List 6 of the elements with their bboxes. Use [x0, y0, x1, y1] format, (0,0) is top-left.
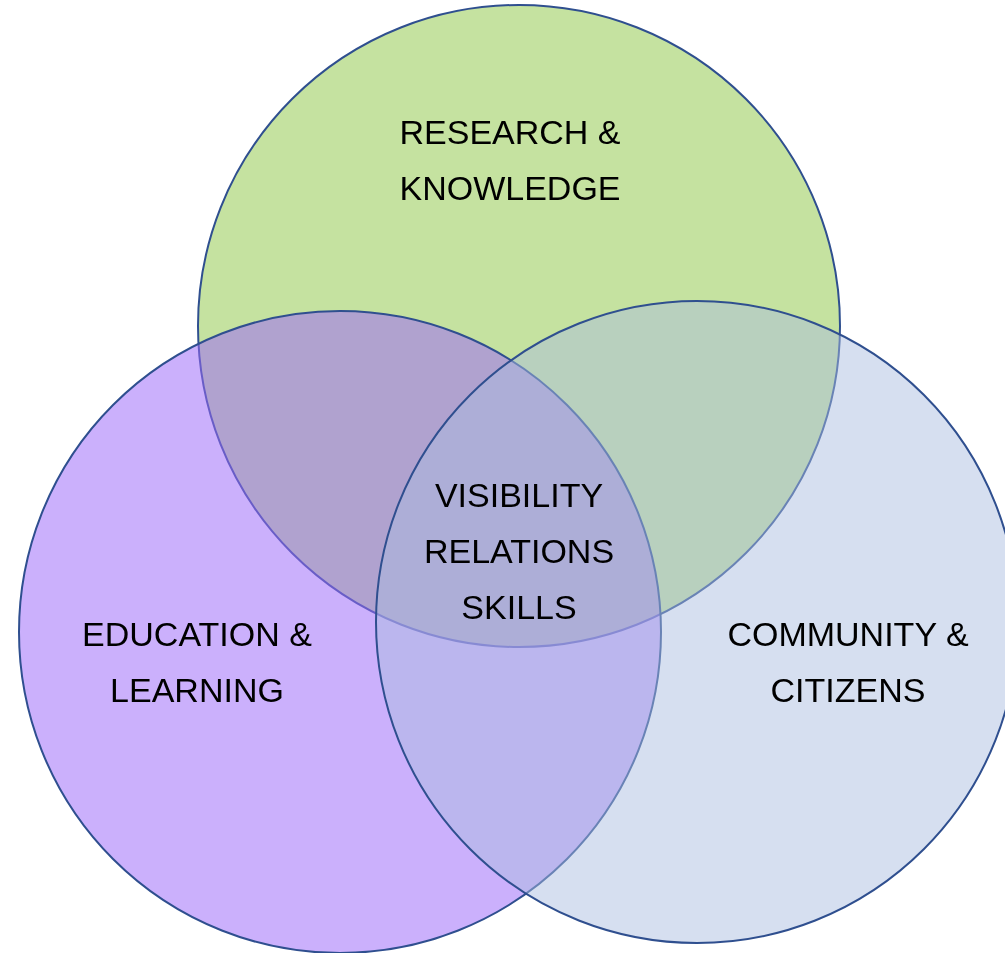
circle-label: EDUCATION & LEARNING [81, 614, 313, 711]
overlap-label: SKILLS [461, 587, 577, 628]
overlap-label: RELATIONS [423, 531, 615, 572]
circle-label: COMMUNITY & CITIZENS [726, 614, 970, 711]
overlap-label: VISIBILITY [434, 475, 604, 516]
circle-label: RESEARCH & KNOWLEDGE [398, 112, 622, 209]
